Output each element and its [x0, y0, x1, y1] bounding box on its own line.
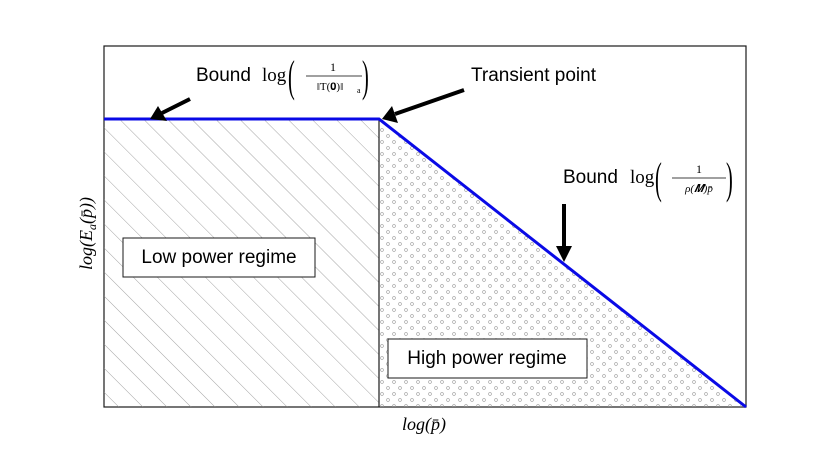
low-power-label-box: Low power regime: [122, 237, 316, 278]
svg-text:High power regime: High power regime: [407, 348, 566, 369]
high-power-label-box: High power regime: [387, 338, 588, 379]
svg-text:‖T(𝟎)‖: ‖T(𝟎)‖: [317, 81, 343, 93]
svg-text:ρ(𝑴)p̄: ρ(𝑴)p̄: [684, 183, 713, 195]
x-axis-label: log(p̄): [402, 414, 446, 435]
svg-text:): ): [362, 52, 369, 101]
svg-text:1: 1: [330, 60, 336, 74]
bound-right-label: Bound log ( 1 ρ(𝑴)p̄ ): [563, 154, 733, 203]
bound-top-label: Bound log ( 1 ‖T(𝟎)‖ a ): [196, 52, 369, 101]
svg-text:1: 1: [696, 162, 702, 176]
transient-point-label: Transient point: [471, 65, 597, 86]
arrow-bound-right: [556, 204, 572, 262]
svg-text:log(Ea(p̄)): log(Ea(p̄)): [76, 197, 99, 270]
bound-curve: [104, 117, 747, 409]
svg-text:log: log: [262, 65, 287, 86]
svg-text:): ): [726, 154, 733, 203]
svg-text:Bound: Bound: [196, 65, 251, 86]
svg-text:(: (: [655, 154, 662, 203]
svg-text:(: (: [288, 52, 295, 101]
svg-text:Bound: Bound: [563, 167, 618, 188]
svg-text:Low power regime: Low power regime: [141, 247, 296, 268]
svg-text:a: a: [357, 86, 361, 95]
y-axis-label: log(Ea(p̄)): [76, 197, 99, 270]
arrow-bound-top: [150, 97, 191, 121]
svg-text:log: log: [630, 167, 655, 188]
arrow-transient: [382, 88, 465, 123]
